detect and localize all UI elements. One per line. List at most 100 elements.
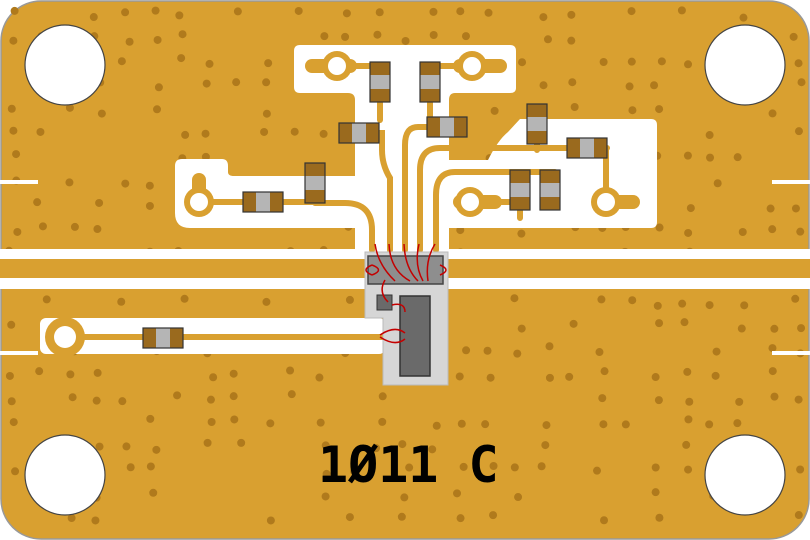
via <box>345 513 354 522</box>
via <box>350 467 359 476</box>
via <box>152 445 161 454</box>
via <box>121 179 130 188</box>
via <box>122 442 131 451</box>
via <box>145 201 154 210</box>
pad-hole <box>328 57 346 75</box>
via <box>791 204 800 213</box>
via <box>794 511 803 520</box>
via <box>153 35 162 44</box>
via <box>230 415 239 424</box>
edge-tick-left-top <box>0 180 38 184</box>
via <box>461 32 470 41</box>
via <box>797 78 806 87</box>
via <box>95 198 104 207</box>
smd-capacitor <box>338 122 380 144</box>
via <box>154 83 163 92</box>
pad-hole <box>54 326 76 348</box>
via <box>118 397 127 406</box>
via <box>600 367 609 376</box>
pad-hole <box>597 193 615 211</box>
via <box>651 373 660 382</box>
via <box>7 320 16 329</box>
via <box>400 493 409 502</box>
via <box>483 346 492 355</box>
mounting-hole-bottom-left <box>24 434 106 516</box>
via <box>93 368 102 377</box>
mounting-hole-top-right <box>704 24 786 106</box>
via <box>7 104 16 113</box>
smd-capacitor <box>369 61 391 103</box>
via <box>686 204 695 213</box>
via <box>319 129 328 138</box>
via <box>740 301 749 310</box>
via <box>38 222 47 231</box>
via <box>266 516 275 525</box>
via <box>428 445 437 454</box>
via <box>405 463 414 472</box>
via <box>537 462 546 471</box>
via <box>65 103 74 112</box>
via <box>651 463 660 472</box>
via <box>768 109 777 118</box>
via <box>625 82 634 91</box>
via <box>705 131 714 140</box>
via <box>342 9 351 18</box>
via <box>655 513 664 522</box>
via <box>489 511 498 520</box>
via <box>10 6 19 15</box>
via <box>117 57 126 66</box>
via <box>733 419 742 428</box>
via <box>173 391 182 400</box>
via <box>68 393 77 402</box>
via <box>628 296 637 305</box>
via <box>126 463 135 472</box>
mounting-hole-top-left <box>24 24 106 106</box>
via <box>151 6 160 15</box>
via <box>684 415 693 424</box>
via <box>70 222 79 231</box>
pad-hole <box>190 193 208 211</box>
via <box>262 109 271 118</box>
via <box>768 344 777 353</box>
bond-wire <box>388 243 411 282</box>
via <box>12 150 21 159</box>
via <box>739 13 748 22</box>
via <box>33 198 42 207</box>
bond-wires <box>365 243 447 344</box>
via <box>489 462 498 471</box>
via <box>209 373 218 382</box>
pad-hole <box>463 57 481 75</box>
via <box>36 127 45 136</box>
board-label: 1Ø11 C <box>318 436 499 494</box>
via <box>397 512 406 521</box>
via <box>539 81 548 90</box>
via <box>97 109 106 118</box>
via <box>651 488 660 497</box>
via <box>680 318 689 327</box>
pad-hole <box>461 193 479 211</box>
via <box>565 372 574 381</box>
via <box>655 105 664 114</box>
via <box>35 367 44 376</box>
via <box>567 36 576 45</box>
via <box>712 347 721 356</box>
via <box>514 493 523 502</box>
bond-wire <box>381 279 389 303</box>
via <box>597 295 606 304</box>
via <box>205 59 214 68</box>
via <box>9 418 18 427</box>
via <box>65 178 74 187</box>
trace-right-lower <box>433 169 558 253</box>
via <box>545 373 554 382</box>
via <box>770 324 779 333</box>
via <box>341 32 350 41</box>
via <box>206 395 215 404</box>
via <box>42 295 51 304</box>
via <box>456 514 465 523</box>
via <box>543 35 552 44</box>
via <box>598 394 607 403</box>
via <box>517 229 526 238</box>
smd-capacitor <box>539 169 561 211</box>
via <box>262 297 271 306</box>
via <box>457 419 466 428</box>
